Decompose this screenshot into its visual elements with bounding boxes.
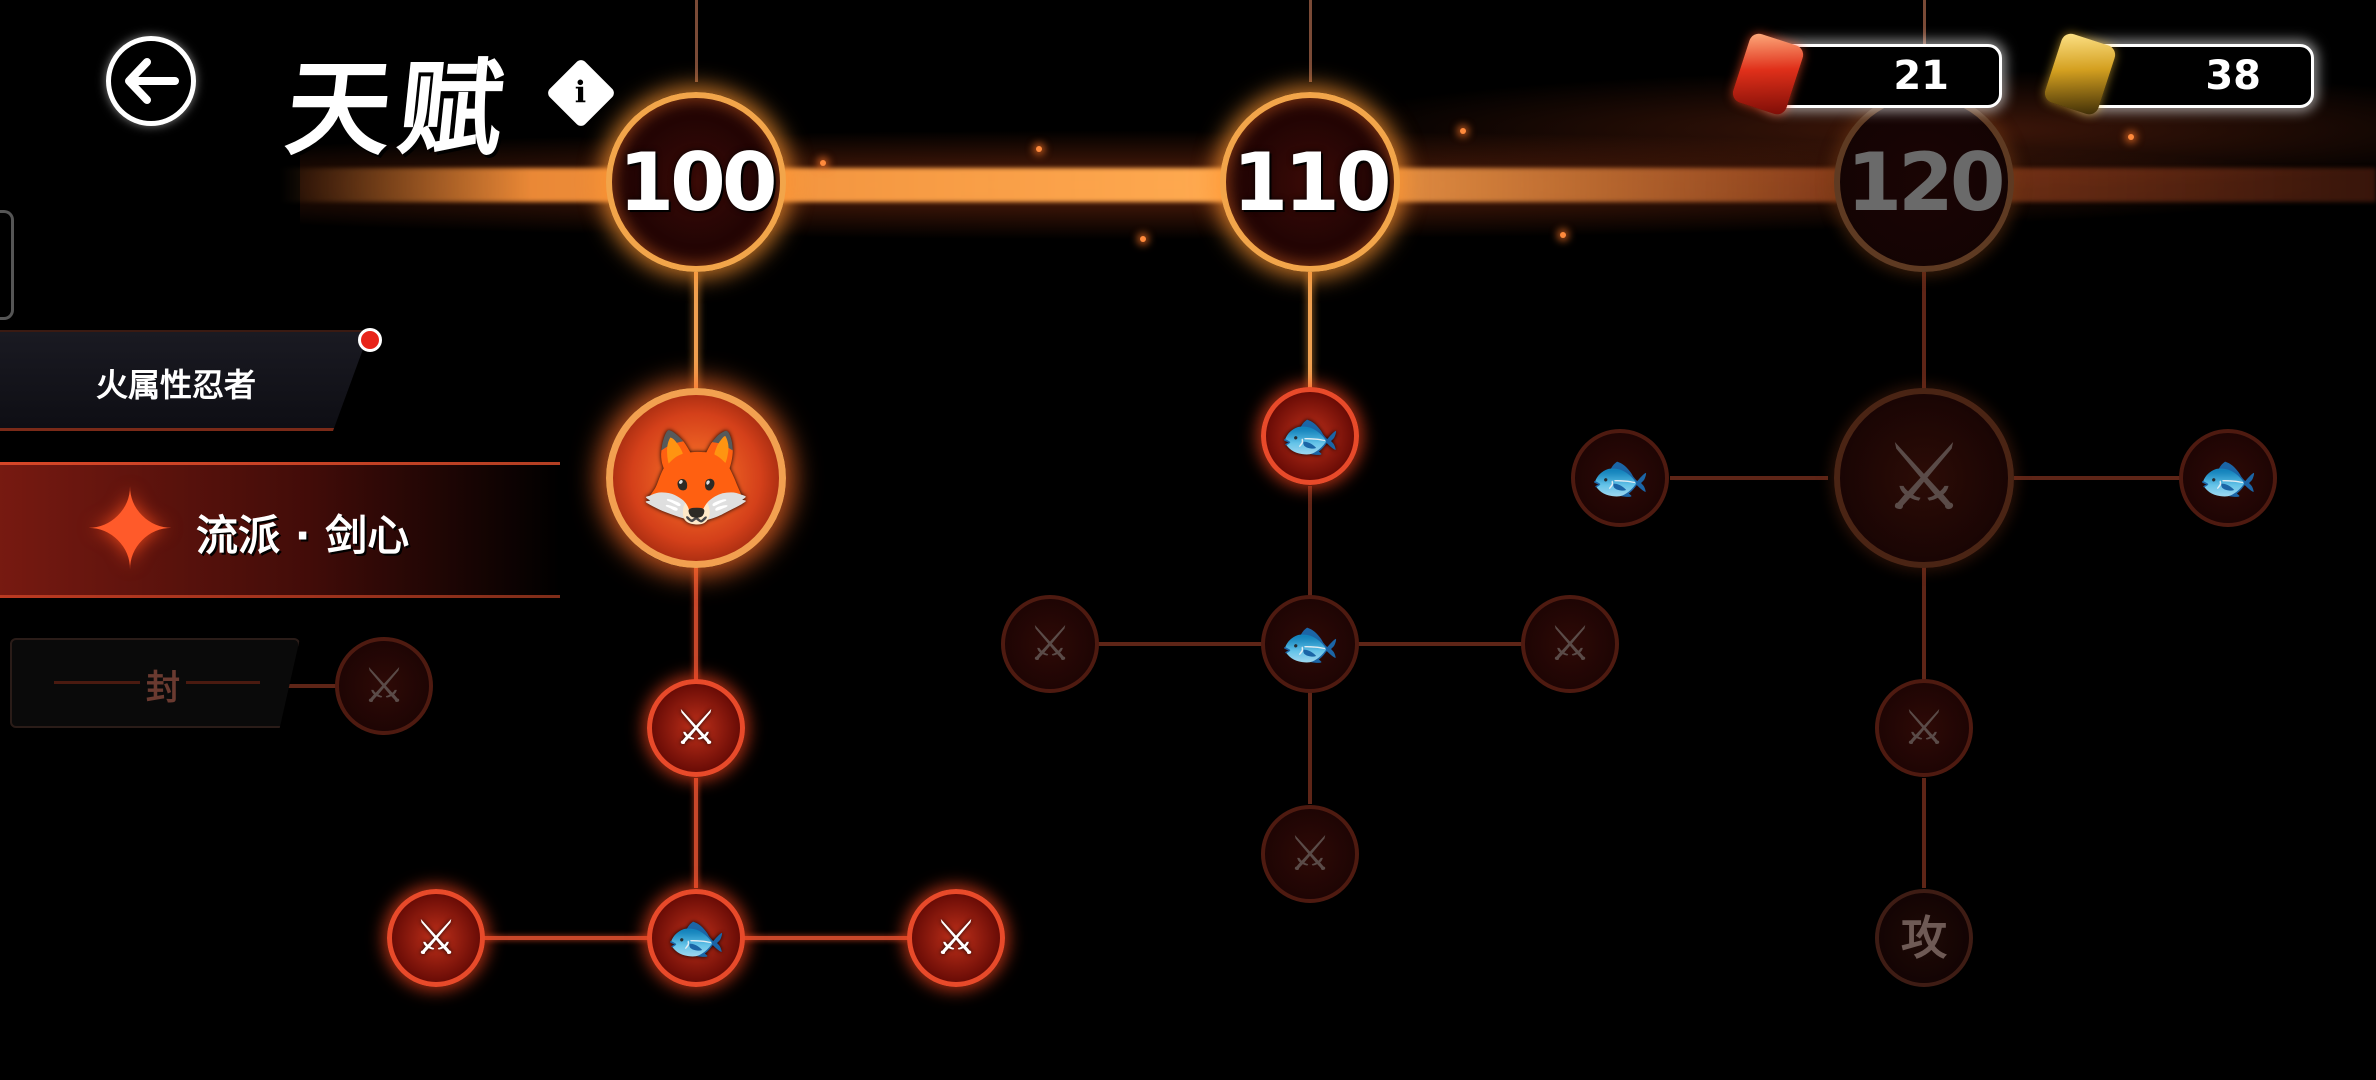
scroll-fish-icon: 🐟 [2198, 450, 2258, 506]
level-node-100[interactable]: 100 [606, 92, 786, 272]
connector-line [1670, 476, 1828, 480]
connector-line [1922, 778, 1926, 888]
info-button[interactable]: i [545, 57, 617, 129]
blade-upgrade-icon: ⚔ [674, 700, 718, 756]
scroll-fish-icon: 🐟 [1280, 408, 1340, 464]
back-button[interactable] [106, 36, 196, 126]
blade-upgrade-icon: ⚔ [362, 658, 406, 714]
tab-fire-ninja[interactable] [0, 330, 370, 431]
skill-node[interactable]: ⚔ [1261, 805, 1359, 903]
arrow-left-icon [125, 58, 179, 104]
skill-node-sealed[interactable]: ⚔ [335, 637, 433, 735]
skill-node[interactable]: ⚔ [1875, 679, 1973, 777]
connector-line [1308, 692, 1312, 804]
blade-upgrade-icon: ⚔ [1548, 616, 1592, 672]
connector-line [1923, 0, 1926, 82]
notification-dot [358, 328, 382, 352]
tab-school-sword-heart[interactable] [0, 462, 560, 598]
connector-line [695, 0, 698, 82]
level-label: 100 [618, 135, 778, 229]
connector-line [694, 566, 698, 680]
tab-fire-ninja-label: 火属性忍者 [96, 366, 257, 404]
skill-node-large[interactable]: ⚔ [1834, 388, 2014, 568]
skill-node[interactable]: 🐟 [647, 889, 745, 987]
connector-line [694, 778, 698, 888]
connector-line [694, 272, 698, 392]
info-icon: i [575, 75, 587, 111]
skill-node[interactable]: ⚔ [1001, 595, 1099, 693]
attack-label: 攻 [1901, 911, 1947, 965]
ember-spark [820, 160, 826, 166]
currency-value: 38 [2205, 53, 2261, 99]
skill-node[interactable]: 🐟 [1261, 595, 1359, 693]
tab-sealed-label: 封 [140, 660, 186, 709]
skill-node[interactable]: ⚔ [1521, 595, 1619, 693]
shuriken-icon: ✦ [83, 466, 177, 594]
level-node-120[interactable]: 120 [1834, 92, 2014, 272]
skill-node-attack[interactable]: 攻 [1875, 889, 1973, 987]
blade-upgrade-icon: ⚔ [1902, 700, 1946, 756]
skill-node-fox-dash[interactable]: 🦊 [606, 388, 786, 568]
blade-upgrade-icon: ⚔ [1882, 424, 1966, 531]
page-title: 天赋 [280, 47, 518, 170]
blade-upgrade-icon: ⚔ [1028, 616, 1072, 672]
skill-node[interactable]: 🐟 [2179, 429, 2277, 527]
ember-spark [1460, 128, 1466, 134]
skill-node[interactable]: 🐟 [1261, 387, 1359, 485]
currency-gold-counter: 38 [2076, 44, 2314, 108]
scroll-fish-icon: 🐟 [666, 910, 726, 966]
connector-line [1308, 272, 1312, 390]
connector-line [1309, 0, 1312, 82]
ember-spark [1036, 146, 1042, 152]
side-panel-edge [0, 210, 14, 320]
currency-red-counter: 21 [1764, 44, 2002, 108]
scroll-fish-icon: 🐟 [1280, 616, 1340, 672]
tab-school-label: 流派 · 剑心 [196, 511, 410, 560]
connector-line [2014, 476, 2180, 480]
fox-dash-icon: 🦊 [638, 424, 754, 531]
connector-line [1922, 272, 1926, 392]
skill-node[interactable]: 🐟 [1571, 429, 1669, 527]
blade-upgrade-icon: ⚔ [1288, 826, 1332, 882]
skill-node[interactable]: ⚔ [907, 889, 1005, 987]
skill-node[interactable]: ⚔ [647, 679, 745, 777]
ember-spark [1560, 232, 1566, 238]
ember-spark [1140, 236, 1146, 242]
blade-upgrade-icon: ⚔ [934, 910, 978, 966]
scroll-fish-icon: 🐟 [1590, 450, 1650, 506]
level-label: 110 [1232, 135, 1392, 229]
ember-spark [2128, 134, 2134, 140]
currency-value: 21 [1893, 53, 1949, 99]
connector-line [1308, 486, 1312, 596]
level-node-110[interactable]: 110 [1220, 92, 1400, 272]
level-label: 120 [1846, 135, 2006, 229]
skill-node[interactable]: ⚔ [387, 889, 485, 987]
connector-line [286, 684, 336, 688]
connector-line [1922, 566, 1926, 680]
blade-upgrade-icon: ⚔ [414, 910, 458, 966]
